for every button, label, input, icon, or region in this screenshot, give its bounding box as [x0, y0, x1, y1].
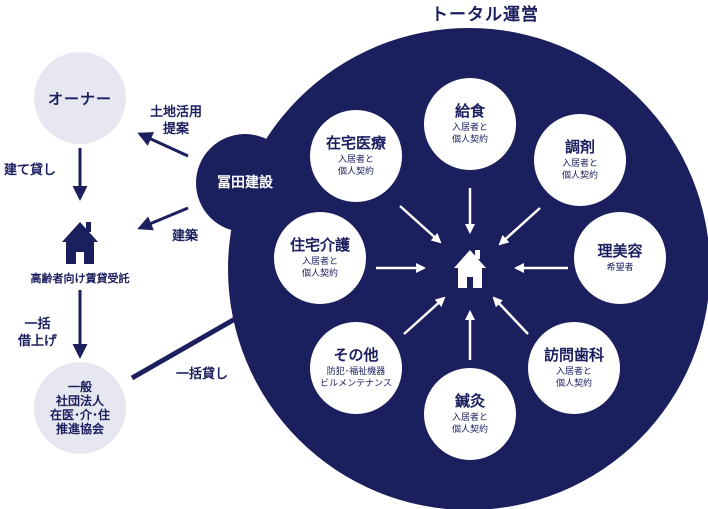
diagram-title: トータル運営	[431, 5, 539, 25]
company-label: 冨田建設	[217, 175, 273, 191]
owner-circle: オーナー	[34, 52, 126, 144]
arrow-sublease	[130, 297, 273, 381]
flow-label-land-use: 土地活用 提案	[150, 105, 203, 137]
service-sub: 入居者と 個人契約	[561, 159, 598, 181]
service-name: 鍼灸	[454, 392, 485, 410]
service-acupuncture: 鍼灸 入居者と 個人契約	[424, 368, 516, 460]
service-catering: 給食 入居者と 個人契約	[424, 78, 516, 170]
company-circle	[196, 134, 294, 232]
service-barber: 理美容 希望者	[574, 212, 666, 304]
service-name: 給食	[454, 102, 485, 120]
service-dental: 訪問歯科 入居者と 個人契約	[528, 322, 620, 414]
flow-label-construction: 建築	[172, 229, 199, 244]
service-sub: 入居者と 個人契約	[451, 123, 488, 145]
service-home-care: 住宅介護 入居者と 個人契約	[274, 212, 366, 304]
service-home-medical: 在宅医療 入居者と 個人契約	[310, 110, 402, 202]
arrow-from-dental	[492, 296, 529, 335]
flow-label-master-lease: 一括 借上げ	[18, 317, 58, 349]
arrow-from-home-medical	[399, 205, 442, 244]
owner-label: オーナー	[47, 89, 112, 108]
service-sub: 希望者	[606, 263, 634, 273]
service-name: 訪問歯科	[543, 346, 604, 364]
center-house-icon	[454, 250, 486, 288]
service-sub: 入居者と 個人契約	[451, 413, 488, 435]
house-icon	[62, 222, 98, 264]
flow-label-sublease: 一括貸し	[176, 367, 229, 382]
service-sub: 入居者と 個人契約	[555, 367, 592, 389]
service-sub: 防犯･福祉機器 ビルメンテナンス	[320, 367, 392, 389]
house-caption: 高齢者向け賃貸受託	[30, 272, 130, 285]
arrow-from-pharmacy	[498, 207, 541, 246]
service-pharmacy: 調剤 入居者と 個人契約	[534, 114, 626, 206]
service-name: 在宅医療	[325, 134, 386, 152]
service-other: その他 防犯･福祉機器 ビルメンテナンス	[310, 322, 402, 414]
service-name: 調剤	[564, 138, 595, 156]
association-label: 一般 社団法人 在医･介･住 推進協会	[49, 380, 110, 436]
arrow-from-other	[403, 296, 446, 335]
arrow-construction	[137, 206, 189, 231]
service-sub: 入居者と 個人契約	[337, 155, 374, 177]
flow-label-build-lease: 建て貸し	[4, 163, 57, 178]
arrow-land-use	[137, 132, 189, 158]
service-name: その他	[333, 346, 379, 364]
service-name: 理美容	[597, 242, 643, 260]
service-name: 住宅介護	[289, 236, 350, 254]
service-sub: 入居者と 個人契約	[301, 257, 338, 279]
association-circle: 一般 社団法人 在医･介･住 推進協会	[34, 362, 126, 454]
